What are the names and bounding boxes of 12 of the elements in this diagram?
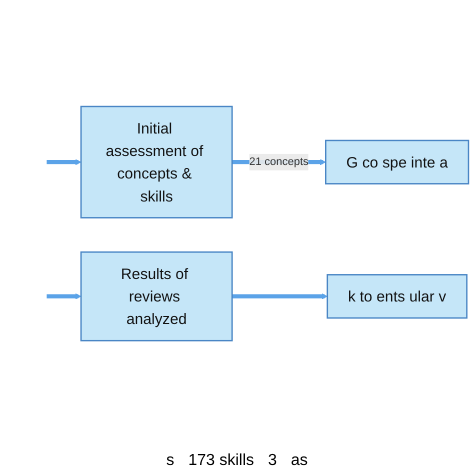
note-text: s [166,452,174,470]
note-text: 173 skills [188,452,254,470]
node-box: Initial assessment of concepts & skills [80,106,233,219]
node-box: k to ents ular v [326,274,468,320]
note-text: 3 [268,452,277,470]
node-box: Results of reviews analyzed [80,252,233,342]
arrow [46,294,82,300]
arrow [46,160,82,166]
node-box: G co spe inte a [325,140,470,185]
edge-label: 21 concepts [249,156,309,168]
arrow [232,294,328,300]
note-text: as [290,452,308,470]
